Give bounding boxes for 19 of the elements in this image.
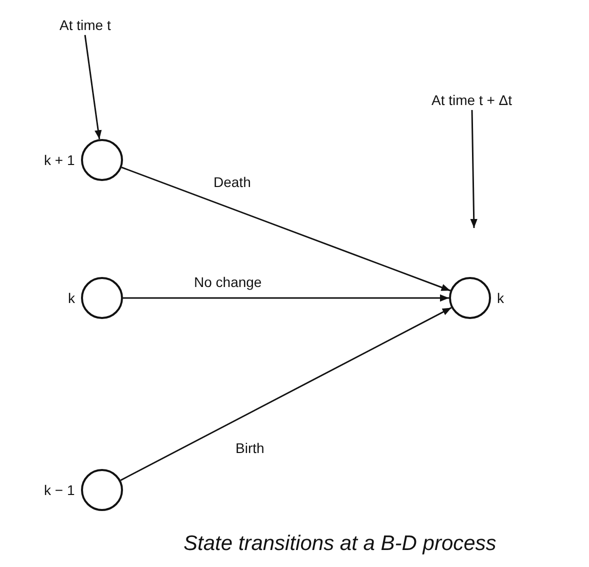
state-label: k [68,290,75,306]
caption: State transitions at a B-D process [184,532,496,556]
edge-label: Birth [234,440,266,456]
state-label: k + 1 [44,152,75,168]
state-label: k [497,290,504,306]
arrow [121,166,451,292]
edge-label: No change [192,274,264,290]
state-circle [449,277,491,319]
state-label: k − 1 [44,482,75,498]
time-label: At time t [60,17,111,33]
arrow [123,294,449,302]
time-label: At time t + Δt [432,92,512,108]
arrow [470,110,478,228]
edge-label: Death [212,174,253,190]
state-circle [81,277,123,319]
state-circle [81,139,123,181]
arrow [84,34,102,140]
arrow [120,307,452,481]
state-circle [81,469,123,511]
